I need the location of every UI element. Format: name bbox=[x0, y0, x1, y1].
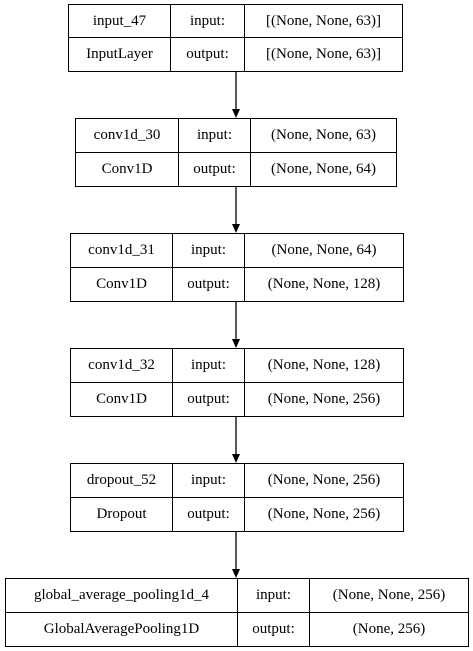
layer-node-conv1d-31: conv1d_31 input: (None, None, 64) Conv1D… bbox=[70, 233, 404, 302]
layer-type: GlobalAveragePooling1D bbox=[6, 612, 238, 646]
output-shape: (None, 256) bbox=[352, 620, 426, 637]
input-label: input: bbox=[173, 464, 245, 498]
layer-name: dropout_52 bbox=[71, 464, 173, 498]
layer-name: conv1d_30 bbox=[76, 119, 179, 153]
output-label: output: bbox=[179, 152, 251, 186]
input-shape: (None, None, 63) bbox=[251, 119, 396, 153]
edge-arrowhead bbox=[232, 454, 240, 463]
output-label: output: bbox=[238, 612, 310, 646]
input-label: input: bbox=[179, 119, 251, 153]
layer-type: Dropout bbox=[71, 497, 173, 531]
output-shape: (None, None, 128) bbox=[267, 275, 381, 292]
edge-arrowhead bbox=[232, 224, 240, 233]
output-shape: (None, None, 256) bbox=[267, 505, 381, 522]
layer-name: global_average_pooling1d_4 bbox=[6, 579, 238, 613]
layer-name: input_47 bbox=[69, 5, 171, 38]
output-shape: (None, None, 64) bbox=[271, 160, 376, 177]
layer-name: conv1d_31 bbox=[71, 234, 173, 268]
edge-arrowhead bbox=[232, 339, 240, 348]
layer-type: Conv1D bbox=[71, 382, 173, 416]
edge-arrowhead bbox=[232, 569, 240, 578]
layer-node-input-47: input_47 input: [(None, None, 63)] Input… bbox=[68, 4, 403, 72]
layer-node-conv1d-30: conv1d_30 input: (None, None, 63) Conv1D… bbox=[75, 118, 397, 187]
output-label: output: bbox=[171, 38, 245, 71]
output-shape: (None, None, 256) bbox=[267, 390, 381, 407]
layer-name: conv1d_32 bbox=[71, 349, 173, 383]
edge-arrowhead bbox=[232, 109, 240, 118]
output-label: output: bbox=[173, 267, 245, 301]
input-label: input: bbox=[238, 579, 310, 613]
output-label: output: bbox=[173, 497, 245, 531]
layer-node-global-average-pooling1d-4: global_average_pooling1d_4 input: (None,… bbox=[5, 578, 469, 647]
input-label: input: bbox=[171, 5, 245, 38]
input-label: input: bbox=[173, 234, 245, 268]
layer-node-conv1d-32: conv1d_32 input: (None, None, 128) Conv1… bbox=[70, 348, 404, 417]
layer-type: Conv1D bbox=[76, 152, 179, 186]
layer-type: InputLayer bbox=[69, 38, 171, 71]
input-shape: (None, None, 256) bbox=[310, 579, 468, 613]
input-shape: (None, None, 128) bbox=[245, 349, 403, 383]
input-shape: [(None, None, 63)] bbox=[245, 5, 402, 38]
input-shape: (None, None, 256) bbox=[245, 464, 403, 498]
layer-node-dropout-52: dropout_52 input: (None, None, 256) Drop… bbox=[70, 463, 404, 532]
output-shape: [(None, None, 63)] bbox=[266, 46, 381, 62]
output-label: output: bbox=[173, 382, 245, 416]
input-label: input: bbox=[173, 349, 245, 383]
input-shape: (None, None, 64) bbox=[245, 234, 403, 268]
layer-type: Conv1D bbox=[71, 267, 173, 301]
